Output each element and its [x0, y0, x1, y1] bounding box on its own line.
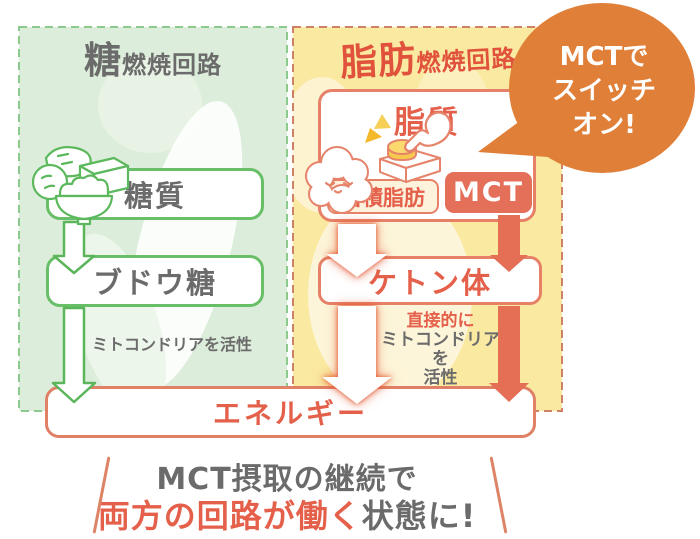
caption-rest: 状態に! [361, 497, 477, 535]
stored-fat-box: 蓄積脂肪 [327, 179, 439, 214]
stored-fat-label: 蓄積脂肪 [341, 185, 425, 210]
mitochondria-note-left: ミトコンドリアを活性 [92, 335, 253, 354]
mitochondria-label: ミトコンドリアを [381, 330, 500, 369]
caption-line1: MCT摂取の継続で [156, 462, 418, 497]
carbohydrate-label: 糖質 [123, 179, 186, 213]
caption-accent: 両方の回路が働く [97, 497, 362, 535]
bubble-line1: MCTで [559, 42, 649, 72]
energy-label: エネルギー [212, 397, 368, 430]
glucose-label: ブドウ糖 [92, 266, 217, 300]
bubble-text: MCTで スイッチ オン! [541, 40, 667, 142]
mct-label: MCT [452, 177, 525, 208]
bubble-line2: スイッチ [551, 76, 656, 106]
speech-bubble-body [509, 3, 695, 173]
sugar-title-small: 燃焼回路 [122, 51, 222, 79]
speech-bubble [478, 3, 695, 173]
sugar-circuit-title: 糖燃焼回路 [19, 30, 287, 84]
mct-box: MCT [445, 172, 532, 213]
ketone-box: ケトン体 [318, 256, 542, 305]
ketone-label: ケトン体 [367, 265, 492, 300]
energy-box: エネルギー [45, 386, 536, 438]
fat-title-big: 脂肪 [339, 37, 418, 85]
sugar-title-big: 糖 [84, 39, 122, 82]
glucose-box: ブドウ糖 [46, 255, 264, 307]
bubble-line3: オン! [572, 110, 636, 140]
directly-label: 直接的に [406, 311, 475, 331]
activate-label: 活性 [423, 368, 458, 388]
mitochondria-note-right: 直接的に ミトコンドリアを 活性 [378, 312, 503, 388]
carbohydrate-box: 糖質 [46, 168, 264, 220]
caption-line2: 両方の回路が働く状態に! [37, 491, 537, 537]
